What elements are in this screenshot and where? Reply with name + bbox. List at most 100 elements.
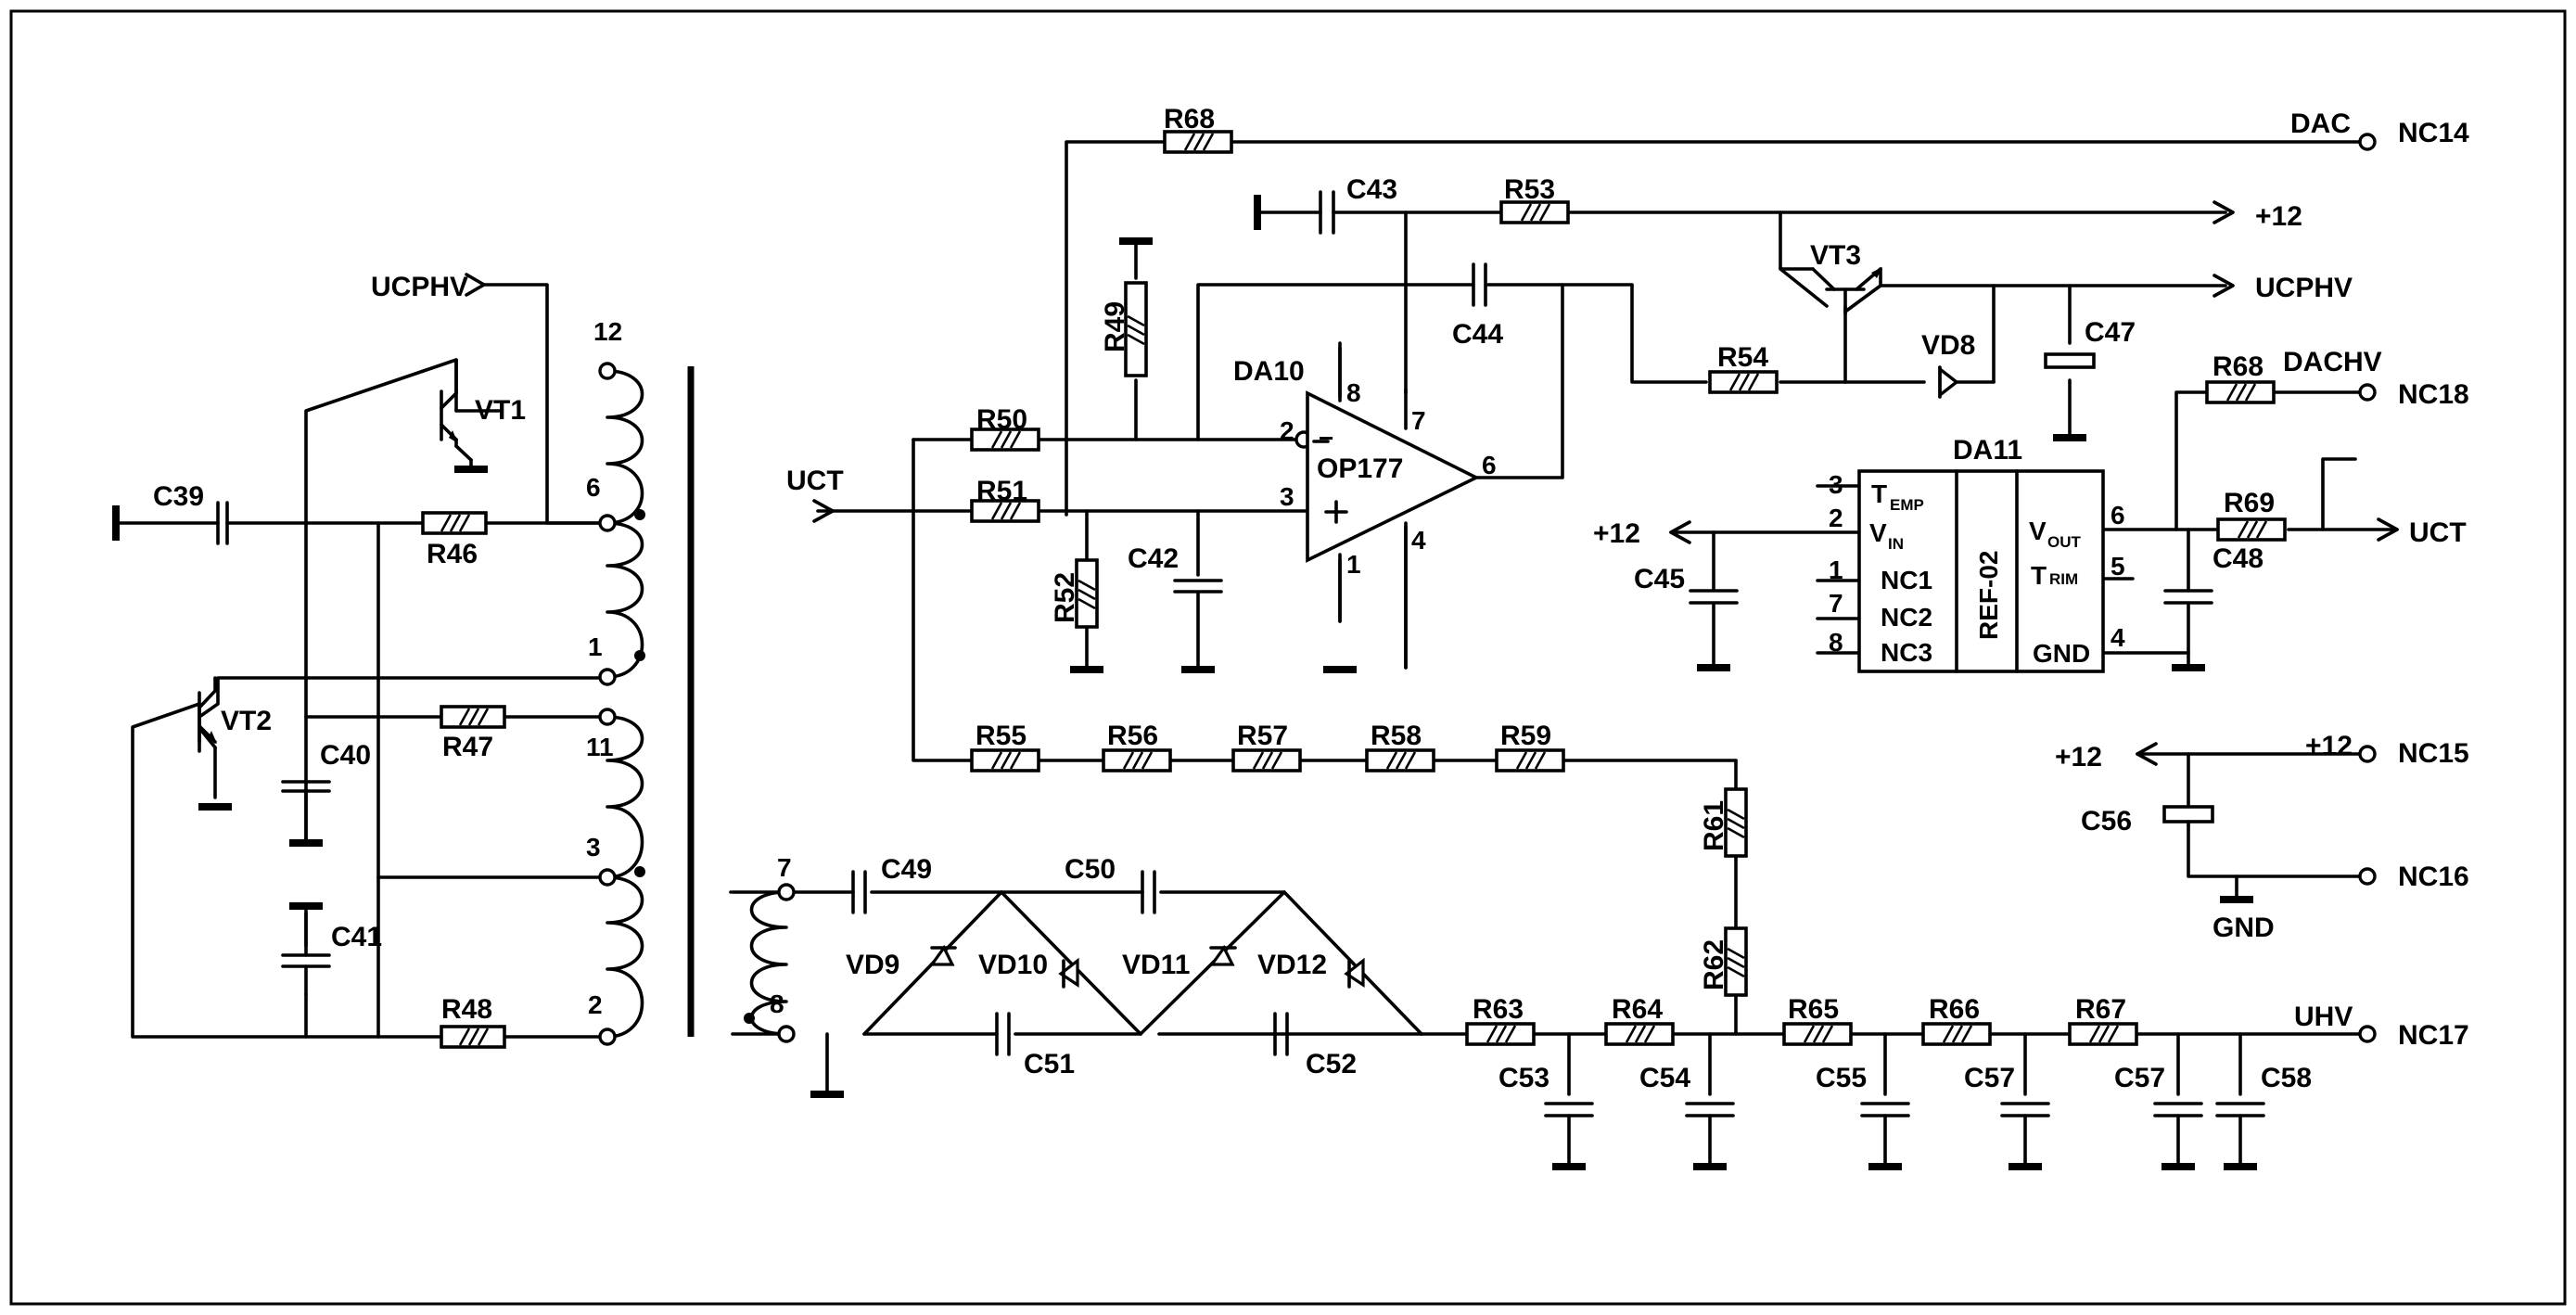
label-vt2: VT2 (221, 706, 272, 736)
resistor-r56 (1102, 748, 1172, 772)
net-label-gnd: GND (2213, 913, 2275, 943)
connector-nc14: NC14 (2398, 118, 2469, 148)
da11-pin-7: 7 (1829, 589, 1843, 618)
resistor-r58 (1365, 748, 1435, 772)
label-r62: R62 (1699, 939, 1729, 990)
resistor-r63 (1465, 1022, 1536, 1046)
label-r56: R56 (1107, 721, 1158, 751)
pin-6: 6 (586, 473, 601, 502)
net-label-p12-top: +12 (2255, 201, 2302, 232)
net-label-ucphv-right: UCPHV (2255, 273, 2353, 303)
label-r66: R66 (1929, 994, 1980, 1025)
label-r68-top: R68 (1164, 104, 1215, 134)
diode-vd10 (1058, 957, 1079, 989)
label-r54: R54 (1717, 342, 1768, 373)
resistor-r53 (1499, 200, 1570, 224)
resistor-r47 (440, 705, 506, 729)
label-c53: C54 (1639, 1063, 1690, 1093)
label-vt1: VT1 (475, 395, 526, 426)
label-r64: R64 (1612, 994, 1663, 1025)
capacitor-c43 (1319, 190, 1335, 235)
da11-temp-t: T (1871, 479, 1887, 508)
label-r61: R61 (1699, 800, 1729, 851)
pin-3: 3 (586, 833, 601, 862)
label-vd8: VD8 (1921, 330, 1975, 361)
da11-vin-sub: IN (1888, 535, 1904, 553)
capacitors (216, 190, 2265, 1166)
ground-symbols (112, 195, 2257, 1170)
net-label-uct-right: UCT (2409, 517, 2467, 548)
diode-vd8 (1938, 365, 1959, 399)
net-label-ucphv-left: UCPHV (371, 272, 468, 302)
opamp-pin-8: 8 (1346, 378, 1361, 407)
da11-pin-6: 6 (2111, 501, 2125, 530)
pin-12: 12 (593, 317, 622, 346)
capacitor-c49 (1141, 870, 1156, 914)
da11-nc1: NC1 (1881, 566, 1932, 594)
label-da10: DA10 (1233, 356, 1305, 387)
opamp-pin-3: 3 (1280, 482, 1294, 511)
label-r55: R55 (976, 721, 1027, 751)
resistor-r54 (1708, 370, 1779, 394)
capacitor-c52 (1544, 1102, 1594, 1166)
resistor-r46 (421, 511, 488, 535)
capacitor-c45 (1689, 589, 1739, 605)
resistor-r55 (970, 748, 1040, 772)
label-r52: R52 (1050, 572, 1080, 623)
resistor-r48 (440, 1025, 506, 1049)
label-vd10: VD10 (978, 950, 1048, 980)
polarity-dot-8 (744, 1013, 755, 1024)
label-vd11: VD11 (1122, 950, 1190, 980)
resistor-r50 (970, 428, 1040, 452)
capacitor-c50 (995, 1012, 1011, 1056)
transistor-vt2 (198, 676, 217, 744)
da11-vin-v: V (1869, 518, 1887, 547)
polarity-dot-6 (634, 509, 645, 520)
capacitor-c41 (281, 912, 331, 996)
label-r46: R46 (427, 539, 478, 569)
label-c48: C49 (881, 854, 932, 885)
capacitor-c58 (2215, 1102, 2265, 1166)
resistor-r49 (1124, 281, 1148, 377)
pin-1: 1 (588, 632, 603, 661)
capacitor-c40 (281, 780, 331, 841)
label-r51: R51 (976, 476, 1027, 506)
pin-11: 11 (586, 733, 614, 761)
resistor-r61 (1724, 787, 1748, 858)
net-label-p12-bottom-left: +12 (2055, 742, 2102, 772)
opamp-pin-2: 2 (1280, 416, 1294, 445)
opamp-pin-6: 6 (1482, 451, 1497, 479)
da11-vout-v: V (2029, 517, 2047, 545)
capacitor-c53 (1685, 1102, 1735, 1166)
da11-part: REF-02 (1974, 551, 2003, 640)
label-r58: R58 (1371, 721, 1422, 751)
arrows (465, 200, 2399, 766)
da11-pin-4: 4 (2111, 623, 2125, 652)
label-c58: C58 (2261, 1063, 2312, 1093)
label-r57: R57 (1237, 721, 1288, 751)
label-c51: C52 (1306, 1049, 1357, 1079)
wires (114, 140, 2399, 1096)
label-c57: C57 (2114, 1063, 2165, 1093)
capacitor-c44 (1472, 262, 1487, 307)
label-op177: OP177 (1317, 453, 1403, 484)
da11-trim-t: T (2031, 561, 2047, 590)
da11-vout-sub: OUT (2047, 533, 2082, 551)
resistor-r68-top (1163, 130, 1233, 154)
label-c47: C48 (2213, 543, 2264, 574)
transistor-vt1 (440, 358, 458, 448)
labels: UCPHV UCT DAC +12 UCPHV DACHV UCT +12 +1… (153, 104, 2469, 1093)
polarity-dot-3 (634, 866, 645, 877)
label-da11: DA11 (1953, 435, 2022, 466)
label-c46: C47 (2085, 317, 2136, 348)
opamp-minus: − (1319, 424, 1333, 453)
transistor-vt3 (1779, 267, 1882, 315)
label-c54: C55 (1816, 1063, 1867, 1093)
transformer-t1 (606, 366, 788, 1039)
opamp-pin-7: 7 (1411, 406, 1426, 435)
resistor-r51 (970, 499, 1040, 523)
net-label-p12-left: +12 (1593, 518, 1640, 549)
label-r49: R49 (1100, 301, 1130, 352)
resistor-r68-dachv (2205, 380, 2276, 404)
